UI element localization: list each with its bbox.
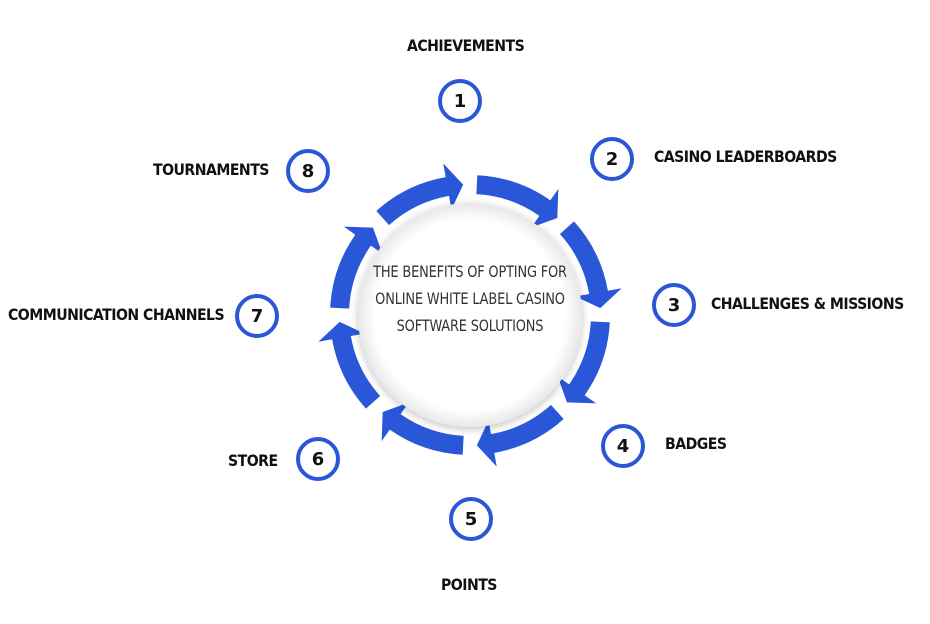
item-number-badge-3: 3 [652, 283, 696, 327]
center-disc [358, 203, 582, 427]
item-number-badge-5: 5 [449, 497, 493, 541]
item-number-badge-4: 4 [601, 424, 645, 468]
ring-arrow-segment-3 [557, 321, 610, 404]
ring-arrow-segment-8 [376, 163, 464, 226]
item-number-badge-7: 7 [235, 294, 279, 338]
item-label-points: POINTS [441, 575, 497, 594]
ring-arrow-segment-7 [330, 226, 383, 309]
center-title: THE BENEFITS OF OPTING FOR ONLINE WHITE … [373, 262, 567, 335]
item-label-casino-leaderboards: CASINO LEADERBOARDS [654, 147, 837, 166]
item-label-challenges-missions: CHALLENGES & MISSIONS [711, 294, 904, 313]
item-number-badge-8: 8 [286, 149, 330, 193]
item-label-badges: BADGES [665, 434, 727, 453]
ring-arrow-segment-4 [476, 404, 564, 467]
ring-arrow-segment-2 [559, 221, 622, 309]
ring-arrow-segments [318, 163, 622, 467]
item-number-badge-1: 1 [438, 79, 482, 123]
item-number-badge-6: 6 [296, 437, 340, 481]
item-label-communication-channels: COMMUNICATION CHANNELS [8, 305, 225, 324]
ring-arrow-segment-1 [476, 175, 559, 228]
item-label-achievements: ACHIEVEMENTS [407, 36, 525, 55]
ring-arrow-segment-5 [381, 402, 464, 455]
item-label-tournaments: TOURNAMENTS [153, 160, 269, 179]
item-number-badge-2: 2 [590, 137, 634, 181]
ring-arrow-segment-6 [318, 321, 381, 409]
item-label-store: STORE [228, 451, 278, 470]
